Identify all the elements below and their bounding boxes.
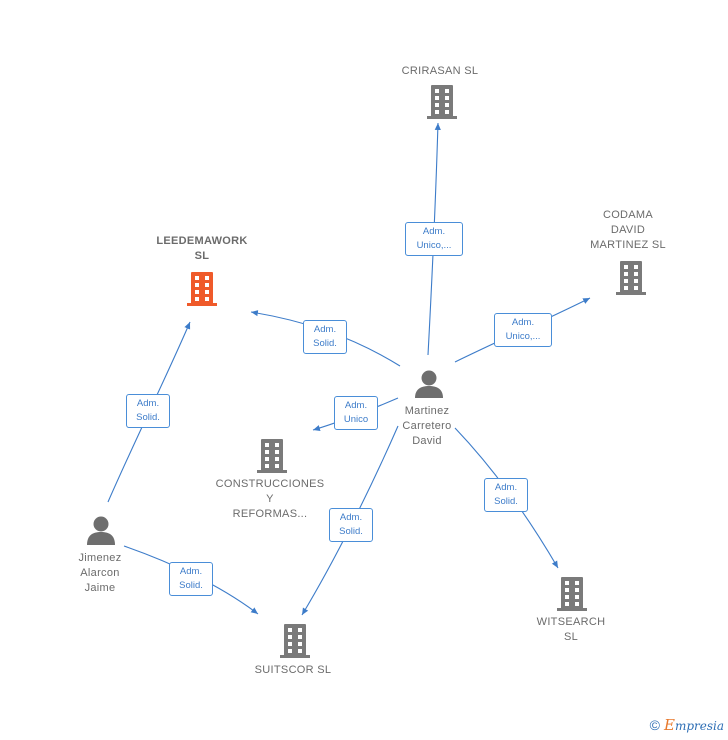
brand-initial: E [663,716,675,734]
node-label-line: CRIRASAN SL [401,65,479,77]
edge-label-martinez-codama[interactable]: Adm. Unico,... [494,313,552,347]
brand-logo[interactable]: Empresia [664,716,724,734]
copyright-icon: © [649,717,660,733]
edge-label-line: Solid. [179,580,203,591]
node-label-construcciones[interactable]: CONSTRUCCIONES Y REFORMAS... [206,477,334,522]
node-label-line: Martinez [404,405,450,417]
edge-label-line: Adm. [136,398,160,409]
edge-label-line: Unico,... [505,331,541,342]
edge-label-line: Solid. [494,496,518,507]
edge-label-line: Adm. [494,482,518,493]
node-label-line: Y [266,493,274,505]
edge-label-martinez-leedemawork[interactable]: Adm. Solid. [303,320,347,354]
edge-label-line: Unico [343,414,369,425]
node-label-line: MARTINEZ SL [590,239,666,251]
edge-label-jimenez-suitscor[interactable]: Adm. Solid. [169,562,213,596]
edge-label-line: Unico,... [416,240,452,251]
edge-label-martinez-construcciones[interactable]: Adm. Unico [334,396,378,430]
construcciones-building-icon[interactable] [257,439,287,473]
codama-building-icon[interactable] [616,261,646,295]
node-label-line: DAVID [610,224,646,236]
suitscor-building-icon[interactable] [280,624,310,658]
node-label-line: SL [194,250,210,262]
node-label-line: LEEDEMAWORK [156,235,248,247]
brand-name: mpresia [674,719,724,733]
edge-label-martinez-witsearch[interactable]: Adm. Solid. [484,478,528,512]
crirasan-building-icon[interactable] [427,85,457,119]
edge-label-line: Adm. [344,400,368,411]
node-label-line: Alarcon [80,567,120,579]
node-label-line: Jaime [84,582,116,594]
edge-label-martinez-crirasan[interactable]: Adm. Unico,... [405,222,463,256]
martinez-person-icon[interactable] [415,370,443,399]
node-label-suitscor[interactable]: SUITSCOR SL [233,663,353,678]
node-label-line: SL [563,631,579,643]
node-label-witsearch[interactable]: WITSEARCH SL [521,615,621,645]
node-label-line: WITSEARCH [536,616,606,628]
node-label-line: SUITSCOR SL [254,664,332,676]
edge-label-line: Solid. [313,338,337,349]
node-label-line: REFORMAS... [232,508,308,520]
edge-label-line: Adm. [179,566,203,577]
edge-label-line: Solid. [339,526,363,537]
edge-label-line: Adm. [422,226,446,237]
edge-label-jimenez-leedemawork[interactable]: Adm. Solid. [126,394,170,428]
node-label-line: Jimenez [78,552,122,564]
edge-label-line: Adm. [511,317,535,328]
node-label-codama[interactable]: CODAMA DAVID MARTINEZ SL [568,208,688,253]
jimenez-person-icon[interactable] [87,516,115,546]
witsearch-building-icon[interactable] [557,577,587,611]
footer-branding: © Empresia [650,716,724,734]
edge-label-line: Adm. [339,512,363,523]
node-label-line: CODAMA [602,209,654,221]
node-label-leedemawork[interactable]: LEEDEMAWORK SL [140,234,264,264]
edge-label-line: Solid. [136,412,160,423]
node-label-line: Carretero [402,420,452,432]
node-label-line: CONSTRUCCIONES [215,478,325,490]
node-label-crirasan[interactable]: CRIRASAN SL [380,64,500,79]
edge-label-line: Adm. [313,324,337,335]
node-label-martinez[interactable]: Martinez Carretero David [379,404,475,449]
leedemawork-building-icon[interactable] [187,272,217,306]
node-label-line: David [412,435,442,447]
edge-label-martinez-suitscor[interactable]: Adm. Solid. [329,508,373,542]
node-label-jimenez[interactable]: Jimenez Alarcon Jaime [58,551,142,596]
